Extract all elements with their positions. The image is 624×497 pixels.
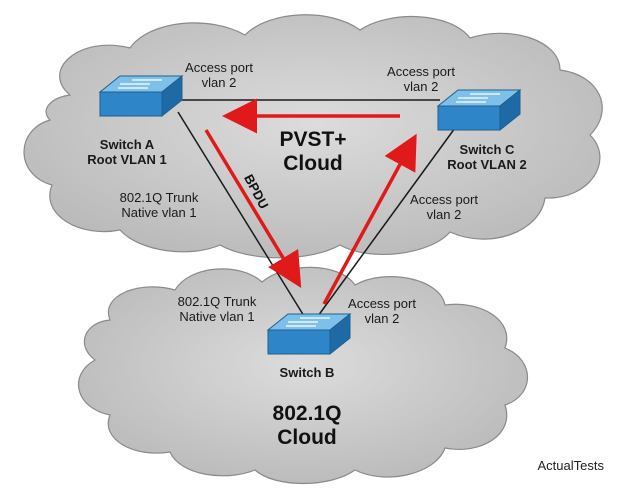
switch-a-label: Switch A Root VLAN 1: [72, 137, 182, 167]
port-type: Access port: [410, 192, 478, 207]
cloud-title-line2: Cloud: [283, 152, 343, 175]
watermark-text: ActualTests: [537, 458, 604, 473]
switch-a-icon: [98, 74, 184, 118]
switch-b-trunk-label: 802.1Q Trunk Native vlan 1: [162, 294, 272, 324]
port-vlan: vlan 2: [201, 75, 237, 90]
arrow-a-to-b: [204, 129, 302, 288]
pvst-cloud-title: PVST+ Cloud: [268, 128, 358, 176]
cloud-title-line1: 802.1Q: [272, 402, 342, 425]
cloud-title-line2: Cloud: [277, 426, 337, 449]
switch-c-access-port-side-label: Access port vlan 2: [395, 192, 493, 222]
switch-b-icon: [266, 312, 352, 356]
dot1q-cloud-title: 802.1Q Cloud: [257, 402, 357, 450]
switch-role: Root VLAN 2: [447, 157, 527, 172]
cloud-title-line1: PVST+: [279, 128, 347, 151]
arrow-b-to-c: [322, 133, 417, 305]
port-vlan: vlan 2: [403, 79, 439, 94]
switch-name: Switch A: [99, 137, 155, 152]
port-vlan: Native vlan 1: [121, 205, 197, 220]
port-vlan: Native vlan 1: [179, 309, 255, 324]
switch-b-access-port-label: Access port vlan 2: [333, 296, 431, 326]
switch-b-label: Switch B: [262, 365, 352, 380]
dot1q-cloud-shape: [78, 266, 529, 484]
link-c-b: [317, 127, 456, 317]
port-type: Access port: [387, 64, 455, 79]
port-type: 802.1Q Trunk: [119, 190, 199, 205]
port-vlan: vlan 2: [364, 311, 400, 326]
switch-a-trunk-label: 802.1Q Trunk Native vlan 1: [104, 190, 214, 220]
switch-name: Switch B: [279, 365, 335, 380]
switch-role: Root VLAN 1: [87, 152, 167, 167]
port-vlan: vlan 2: [426, 207, 462, 222]
switch-c-access-port-top-label: Access port vlan 2: [372, 64, 470, 94]
switch-c-label: Switch C Root VLAN 2: [432, 142, 542, 172]
switch-a-access-port-label: Access port vlan 2: [170, 60, 268, 90]
port-type: Access port: [348, 296, 416, 311]
port-type: 802.1Q Trunk: [177, 294, 257, 309]
switch-c-icon: [436, 88, 522, 132]
port-type: Access port: [185, 60, 253, 75]
switch-name: Switch C: [459, 142, 515, 157]
